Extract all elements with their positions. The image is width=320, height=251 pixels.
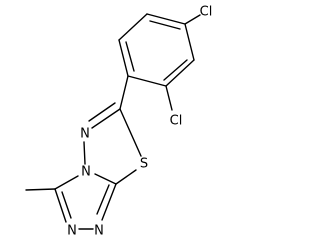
bond-n5-n4 (83, 141, 86, 165)
bond-n1-c8a (101, 183, 117, 221)
atom-label-cl-top: Cl (200, 5, 213, 20)
bond-benzene-4 (127, 75, 167, 87)
bond-n4-c8a (94, 173, 117, 185)
molecule-svg: Cl Cl N N N N S (25, 5, 213, 239)
bond-benzene-2 (184, 23, 195, 61)
atom-label-n-bottom-left: N (67, 224, 77, 239)
bond-phenyl-to-c6 (119, 75, 129, 110)
atom-label-n-bottom-right: N (94, 224, 104, 239)
atom-label-cl-right: Cl (170, 114, 183, 129)
bond-benzene-double-1 (149, 20, 181, 30)
bond-benzene-6 (118, 13, 148, 41)
bond-benzene-double-2 (163, 59, 188, 81)
bond-s-c8a (115, 169, 137, 185)
atom-label-n-ring-top: N (80, 127, 90, 142)
atom-label-s-ring: S (140, 157, 148, 172)
bond-benzene-3 (165, 59, 195, 87)
bond-benzene-1 (146, 13, 186, 25)
bond-benzene-double-3 (125, 41, 135, 72)
bond-c6-s (119, 108, 142, 157)
atom-label-n-bridge: N (81, 165, 91, 180)
bond-n4-c3 (54, 175, 79, 190)
bond-c3-n2-double (61, 191, 72, 219)
bond-c3-n2 (54, 188, 67, 223)
bond-c3-methyl (25, 188, 56, 191)
bond-benzene-5 (118, 39, 129, 77)
molecule-diagram: Cl Cl N N N N S (25, 4, 213, 239)
bond-n1-c8a-double (96, 184, 110, 215)
bond-c6-n5 (91, 108, 121, 129)
bond-to-cl-top (184, 14, 201, 25)
bond-c6-n5-double (88, 102, 116, 122)
bond-to-cl-right (165, 85, 173, 111)
